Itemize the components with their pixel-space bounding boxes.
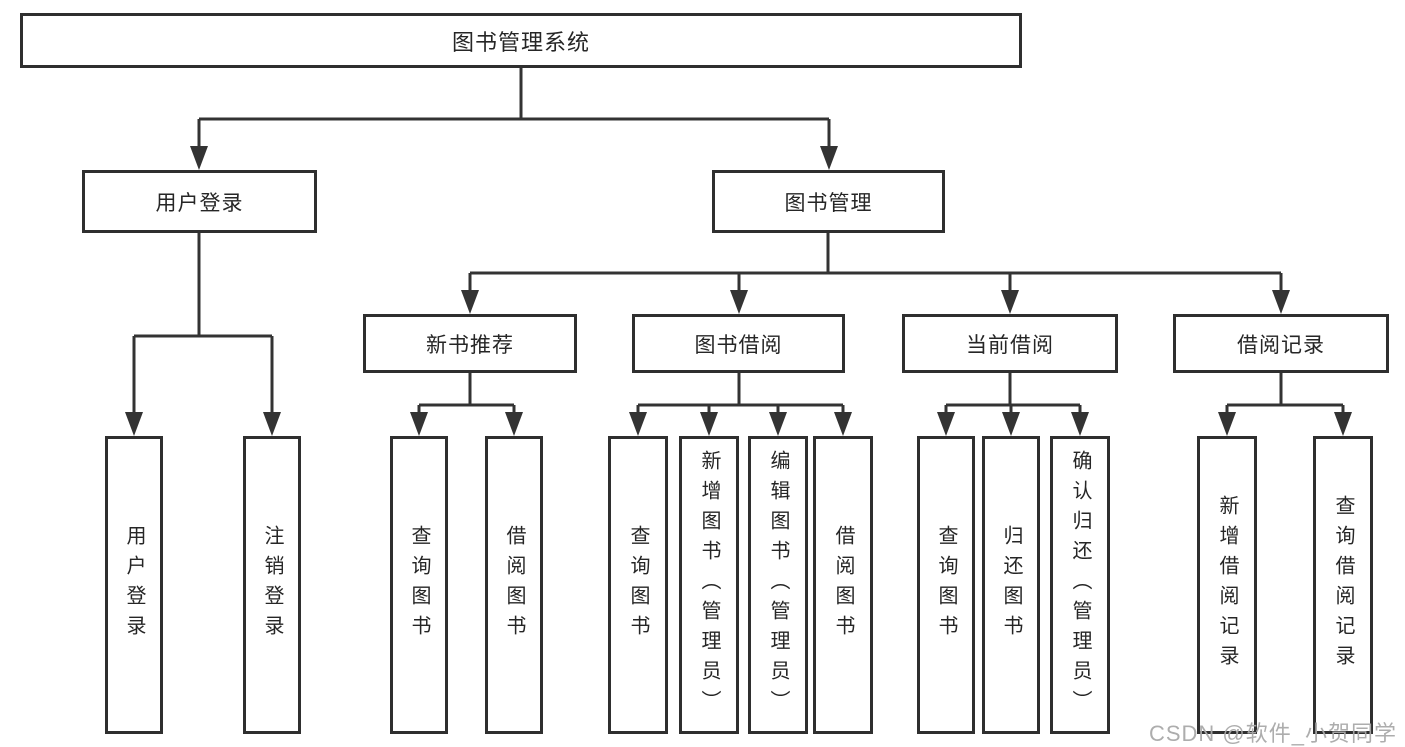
node-new-book-recommendation: 新书推荐 <box>363 314 577 373</box>
leaf-logout: 注销登录 <box>243 436 301 734</box>
leaf-rec-add-record-label: 新增借阅记录 <box>1216 495 1238 675</box>
leaf-bb-edit-books-admin-label: 编辑图书（管理员） <box>767 450 789 720</box>
leaf-logout-label: 注销登录 <box>261 525 283 645</box>
leaf-user-login: 用户登录 <box>105 436 163 734</box>
leaf-bb-edit-books-admin: 编辑图书（管理员） <box>748 436 808 734</box>
leaf-bb-borrow-books-label: 借阅图书 <box>832 525 854 645</box>
leaf-nb-query-books: 查询图书 <box>390 436 448 734</box>
node-book-borrowing: 图书借阅 <box>632 314 845 373</box>
leaf-nb-borrow-books-label: 借阅图书 <box>503 525 525 645</box>
leaf-bb-add-books-admin: 新增图书（管理员） <box>679 436 739 734</box>
leaf-bb-add-books-admin-label: 新增图书（管理员） <box>698 450 720 720</box>
csdn-watermark: CSDN @软件_小贺同学 <box>1148 721 1397 746</box>
leaf-cb-return-books-label: 归还图书 <box>1000 525 1022 645</box>
node-root-system: 图书管理系统 <box>20 13 1022 68</box>
node-book-management-branch: 图书管理 <box>712 170 945 233</box>
node-borrowing-records: 借阅记录 <box>1173 314 1389 373</box>
leaf-cb-return-books: 归还图书 <box>982 436 1040 734</box>
leaf-bb-query-books: 查询图书 <box>608 436 668 734</box>
node-user-login-branch: 用户登录 <box>82 170 317 233</box>
leaf-cb-confirm-return-admin-label: 确认归还（管理员） <box>1069 450 1091 720</box>
leaf-bb-borrow-books: 借阅图书 <box>813 436 873 734</box>
leaf-cb-query-books-label: 查询图书 <box>935 525 957 645</box>
leaf-cb-query-books: 查询图书 <box>917 436 975 734</box>
leaf-cb-confirm-return-admin: 确认归还（管理员） <box>1050 436 1110 734</box>
leaf-rec-query-record-label: 查询借阅记录 <box>1332 495 1354 675</box>
leaf-bb-query-books-label: 查询图书 <box>627 525 649 645</box>
leaf-nb-query-books-label: 查询图书 <box>408 525 430 645</box>
node-current-borrowing: 当前借阅 <box>902 314 1118 373</box>
leaf-nb-borrow-books: 借阅图书 <box>485 436 543 734</box>
leaf-user-login-label: 用户登录 <box>123 525 145 645</box>
leaf-rec-add-record: 新增借阅记录 <box>1197 436 1257 734</box>
leaf-rec-query-record: 查询借阅记录 <box>1313 436 1373 734</box>
